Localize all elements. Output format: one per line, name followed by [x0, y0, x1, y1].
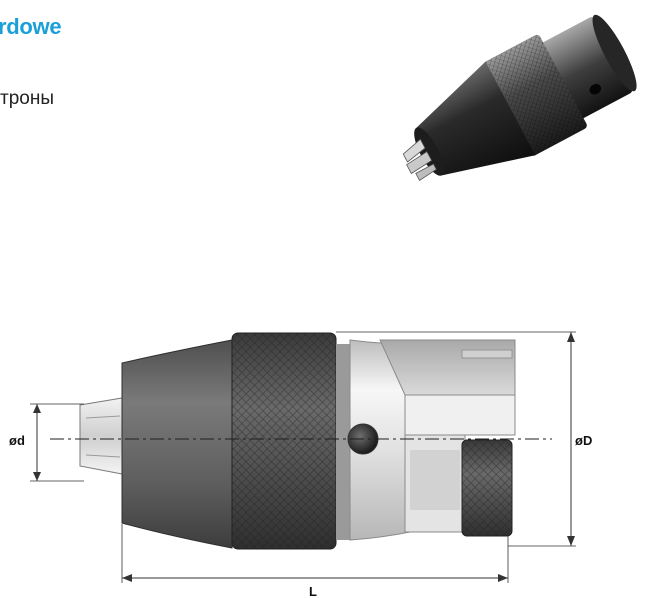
knurled-sleeve [231, 332, 337, 550]
page-subtitle: троны [0, 88, 54, 109]
drill-chuck-photo [402, 14, 637, 182]
page-heading: rdowe [0, 14, 62, 39]
length-label: L [309, 584, 317, 598]
large-diameter-label: øD [575, 433, 592, 448]
small-diameter-label: ød [9, 433, 25, 448]
small-diameter-dimension: ød [9, 403, 84, 482]
chuck-front-cone [121, 339, 233, 549]
chuck-nose [79, 397, 123, 475]
chuck-back-body [336, 339, 516, 541]
length-dimension: L [121, 524, 509, 598]
large-diameter-dimension: øD [336, 331, 592, 547]
rear-knurled-ring [461, 439, 513, 537]
chuck-dimension-drawing: ød øD L [9, 331, 592, 598]
